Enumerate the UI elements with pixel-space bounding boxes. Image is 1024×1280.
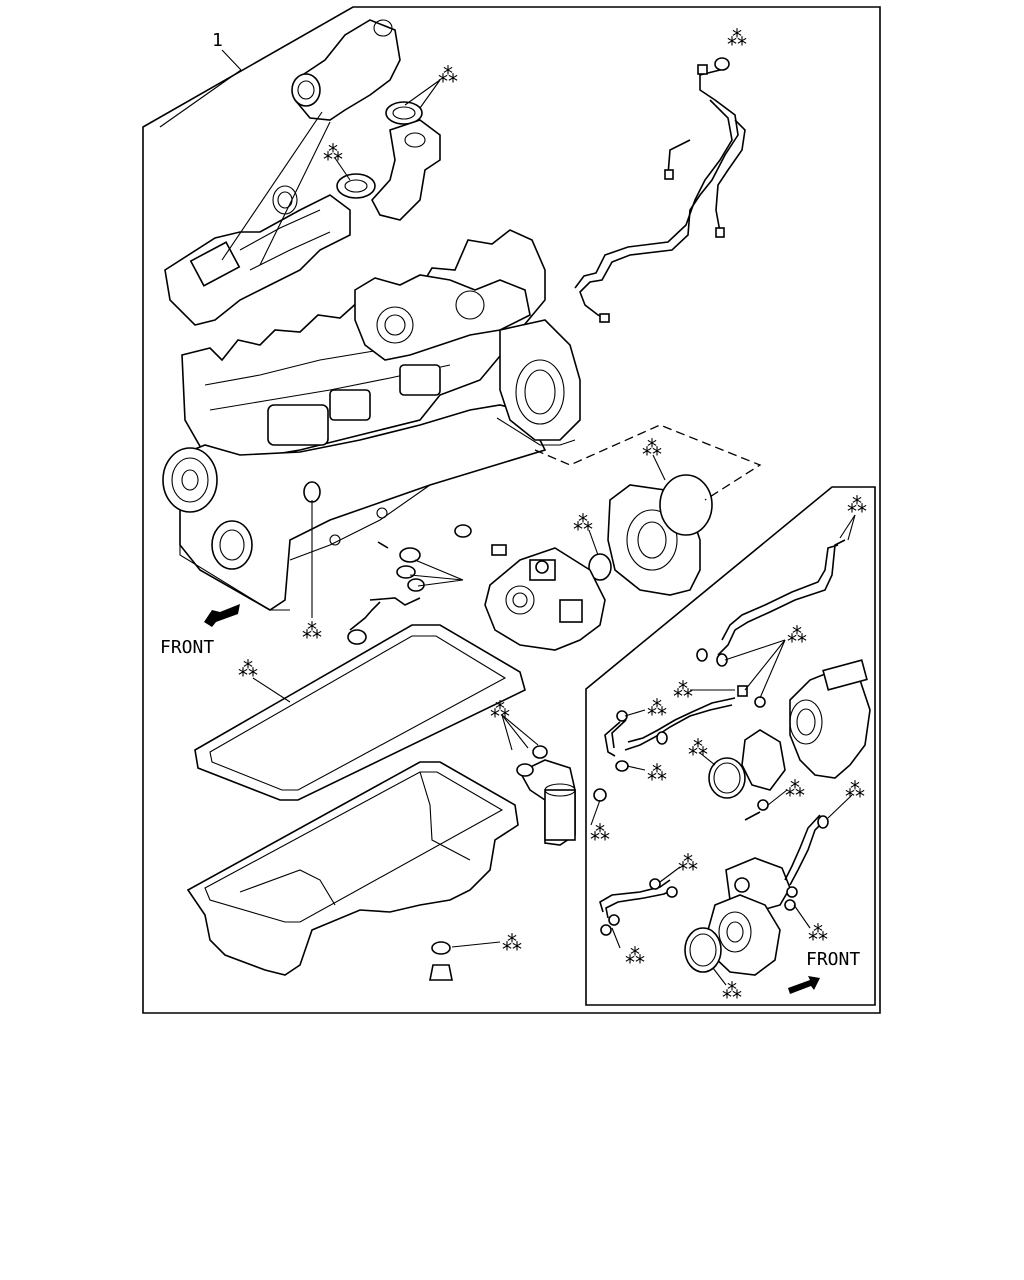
kit-marker: ⁂ — [727, 26, 747, 50]
kit-marker: ⁂ — [647, 761, 667, 785]
injection-lines — [574, 57, 746, 323]
front-arrow-inset-icon — [788, 976, 820, 994]
kit-marker: ⁂ — [502, 931, 522, 955]
kit-marker: ⁂ — [673, 678, 693, 702]
oil-pan-gasket — [194, 624, 526, 801]
front-label-main: FRONT — [160, 637, 214, 658]
kit-marker: ⁂ — [678, 851, 698, 875]
front-housing — [534, 424, 762, 596]
kit-marker: ⁂ — [238, 657, 258, 681]
kit-marker: ⁂ — [787, 623, 807, 647]
kit-marker: ⁂ — [573, 511, 593, 535]
kit-markers: ⁂ ⁂ ⁂ ⁂ ⁂ ⁂ ⁂ ⁂ ⁂ ⁂ ⁂ ⁂ ⁂ ⁂ ⁂ ⁂ ⁂ ⁂ ⁂ ⁂ … — [238, 26, 867, 1003]
leader-lines — [159, 69, 856, 986]
air-compressor — [684, 857, 791, 976]
kit-marker: ⁂ — [590, 821, 610, 845]
main-frame — [142, 6, 881, 1014]
kit-marker: ⁂ — [688, 736, 708, 760]
front-arrow-main-icon — [204, 604, 240, 627]
kit-marker: ⁂ — [847, 493, 867, 517]
front-label-inset: FRONT — [806, 949, 860, 970]
kit-marker: ⁂ — [625, 944, 645, 968]
kit-marker: ⁂ — [722, 979, 742, 1003]
kit-marker: ⁂ — [785, 777, 805, 801]
inset-pipes — [599, 539, 846, 936]
item-number-leader — [221, 49, 242, 71]
kit-marker: ⁂ — [490, 698, 510, 722]
turbocharger — [708, 659, 871, 799]
inset-frame — [585, 486, 876, 1006]
top-egr-pipe — [291, 19, 441, 221]
kit-marker: ⁂ — [808, 921, 828, 945]
engine-block — [162, 229, 581, 611]
kit-marker: ⁂ — [302, 619, 322, 643]
kit-marker: ⁂ — [438, 63, 458, 87]
item-number-label: 1 — [212, 30, 223, 51]
kit-marker: ⁂ — [642, 436, 662, 460]
kit-marker: ⁂ — [647, 696, 667, 720]
kit-marker: ⁂ — [845, 778, 865, 802]
oil-filter — [516, 745, 607, 846]
oil-pan — [186, 761, 519, 981]
kit-marker: ⁂ — [323, 141, 343, 165]
fuel-injection-pump — [454, 524, 606, 651]
